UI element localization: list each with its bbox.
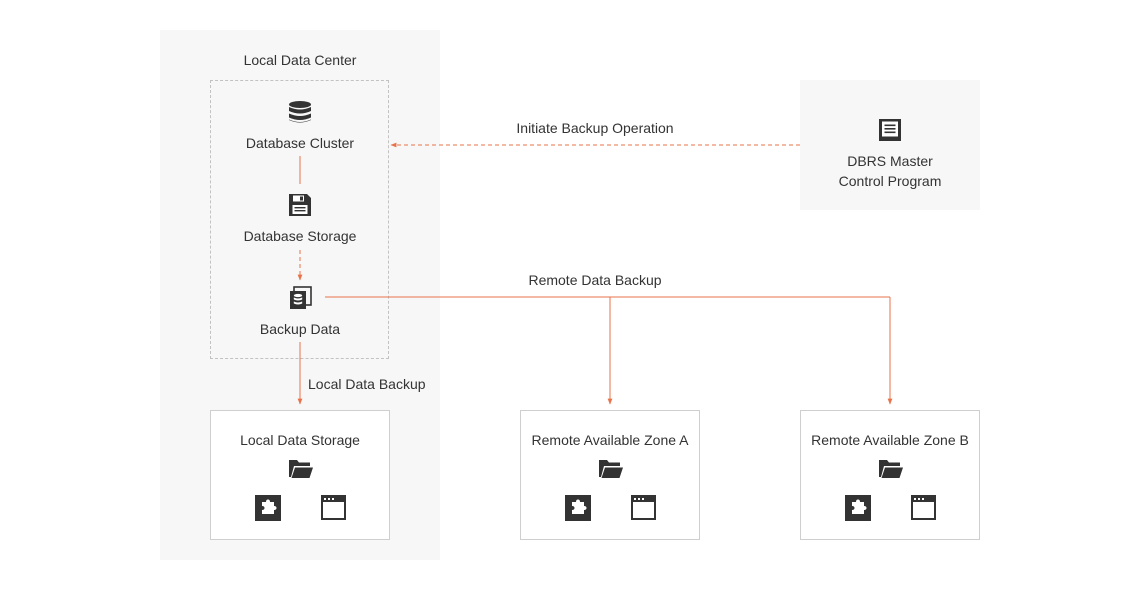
database-icon (289, 101, 311, 123)
database-cluster-label: Database Cluster (245, 135, 355, 151)
folder-icon (879, 460, 903, 478)
dbrs-master-label-line1: DBRS Master (847, 153, 933, 169)
local-backup-label: Local Data Backup (308, 376, 426, 392)
window-icon (321, 495, 346, 520)
backup-data-label: Backup Data (259, 321, 341, 337)
remote-zone-b-title: Remote Available Zone B (811, 432, 969, 448)
dbrs-master-label-line2: Control Program (838, 173, 942, 189)
floppy-disk-icon (289, 194, 311, 216)
local-data-storage-title: Local Data Storage (240, 432, 360, 448)
plugin-icon (565, 495, 591, 521)
local-data-center-title: Local Data Center (243, 52, 357, 68)
remote-zone-a-title: Remote Available Zone A (531, 432, 689, 448)
window-icon (911, 495, 936, 520)
folder-icon (289, 460, 313, 478)
backup-files-icon (290, 286, 312, 309)
plugin-icon (255, 495, 281, 521)
plugin-icon (845, 495, 871, 521)
initiate-backup-label: Initiate Backup Operation (516, 120, 674, 136)
folder-icon (599, 460, 623, 478)
dbrs-master-panel (800, 80, 980, 210)
database-storage-label: Database Storage (243, 228, 357, 244)
remote-backup-label: Remote Data Backup (528, 272, 662, 288)
window-icon (631, 495, 656, 520)
document-icon (879, 119, 901, 141)
